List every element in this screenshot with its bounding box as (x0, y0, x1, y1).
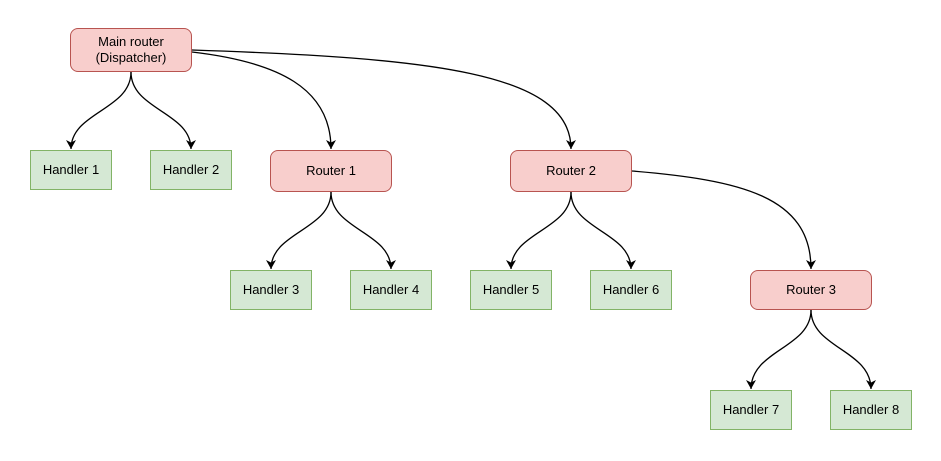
edge-router3-to-handler8 (810, 309, 876, 390)
edge-main-to-handler1 (66, 71, 132, 150)
edge-main-to-handler2 (130, 71, 196, 150)
node-handler-1: Handler 1 (30, 150, 112, 190)
node-handler-4: Handler 4 (350, 270, 432, 310)
edge-router2-to-handler5 (506, 191, 572, 270)
node-main-router: Main router (Dispatcher) (70, 28, 192, 72)
edge-main-to-router2 (191, 49, 576, 150)
edge-router3-to-handler7 (746, 309, 812, 390)
node-handler-2: Handler 2 (150, 150, 232, 190)
edge-router2-to-handler6 (570, 191, 636, 270)
edge-router2-to-router3 (631, 170, 816, 270)
node-router-2: Router 2 (510, 150, 632, 192)
node-handler-8: Handler 8 (830, 390, 912, 430)
edge-router1-to-handler3 (266, 191, 332, 270)
edge-router1-to-handler4 (330, 191, 396, 270)
node-handler-3: Handler 3 (230, 270, 312, 310)
node-handler-7: Handler 7 (710, 390, 792, 430)
edge-main-to-router1 (191, 51, 336, 150)
node-router-3: Router 3 (750, 270, 872, 310)
node-router-1: Router 1 (270, 150, 392, 192)
node-handler-5: Handler 5 (470, 270, 552, 310)
node-handler-6: Handler 6 (590, 270, 672, 310)
